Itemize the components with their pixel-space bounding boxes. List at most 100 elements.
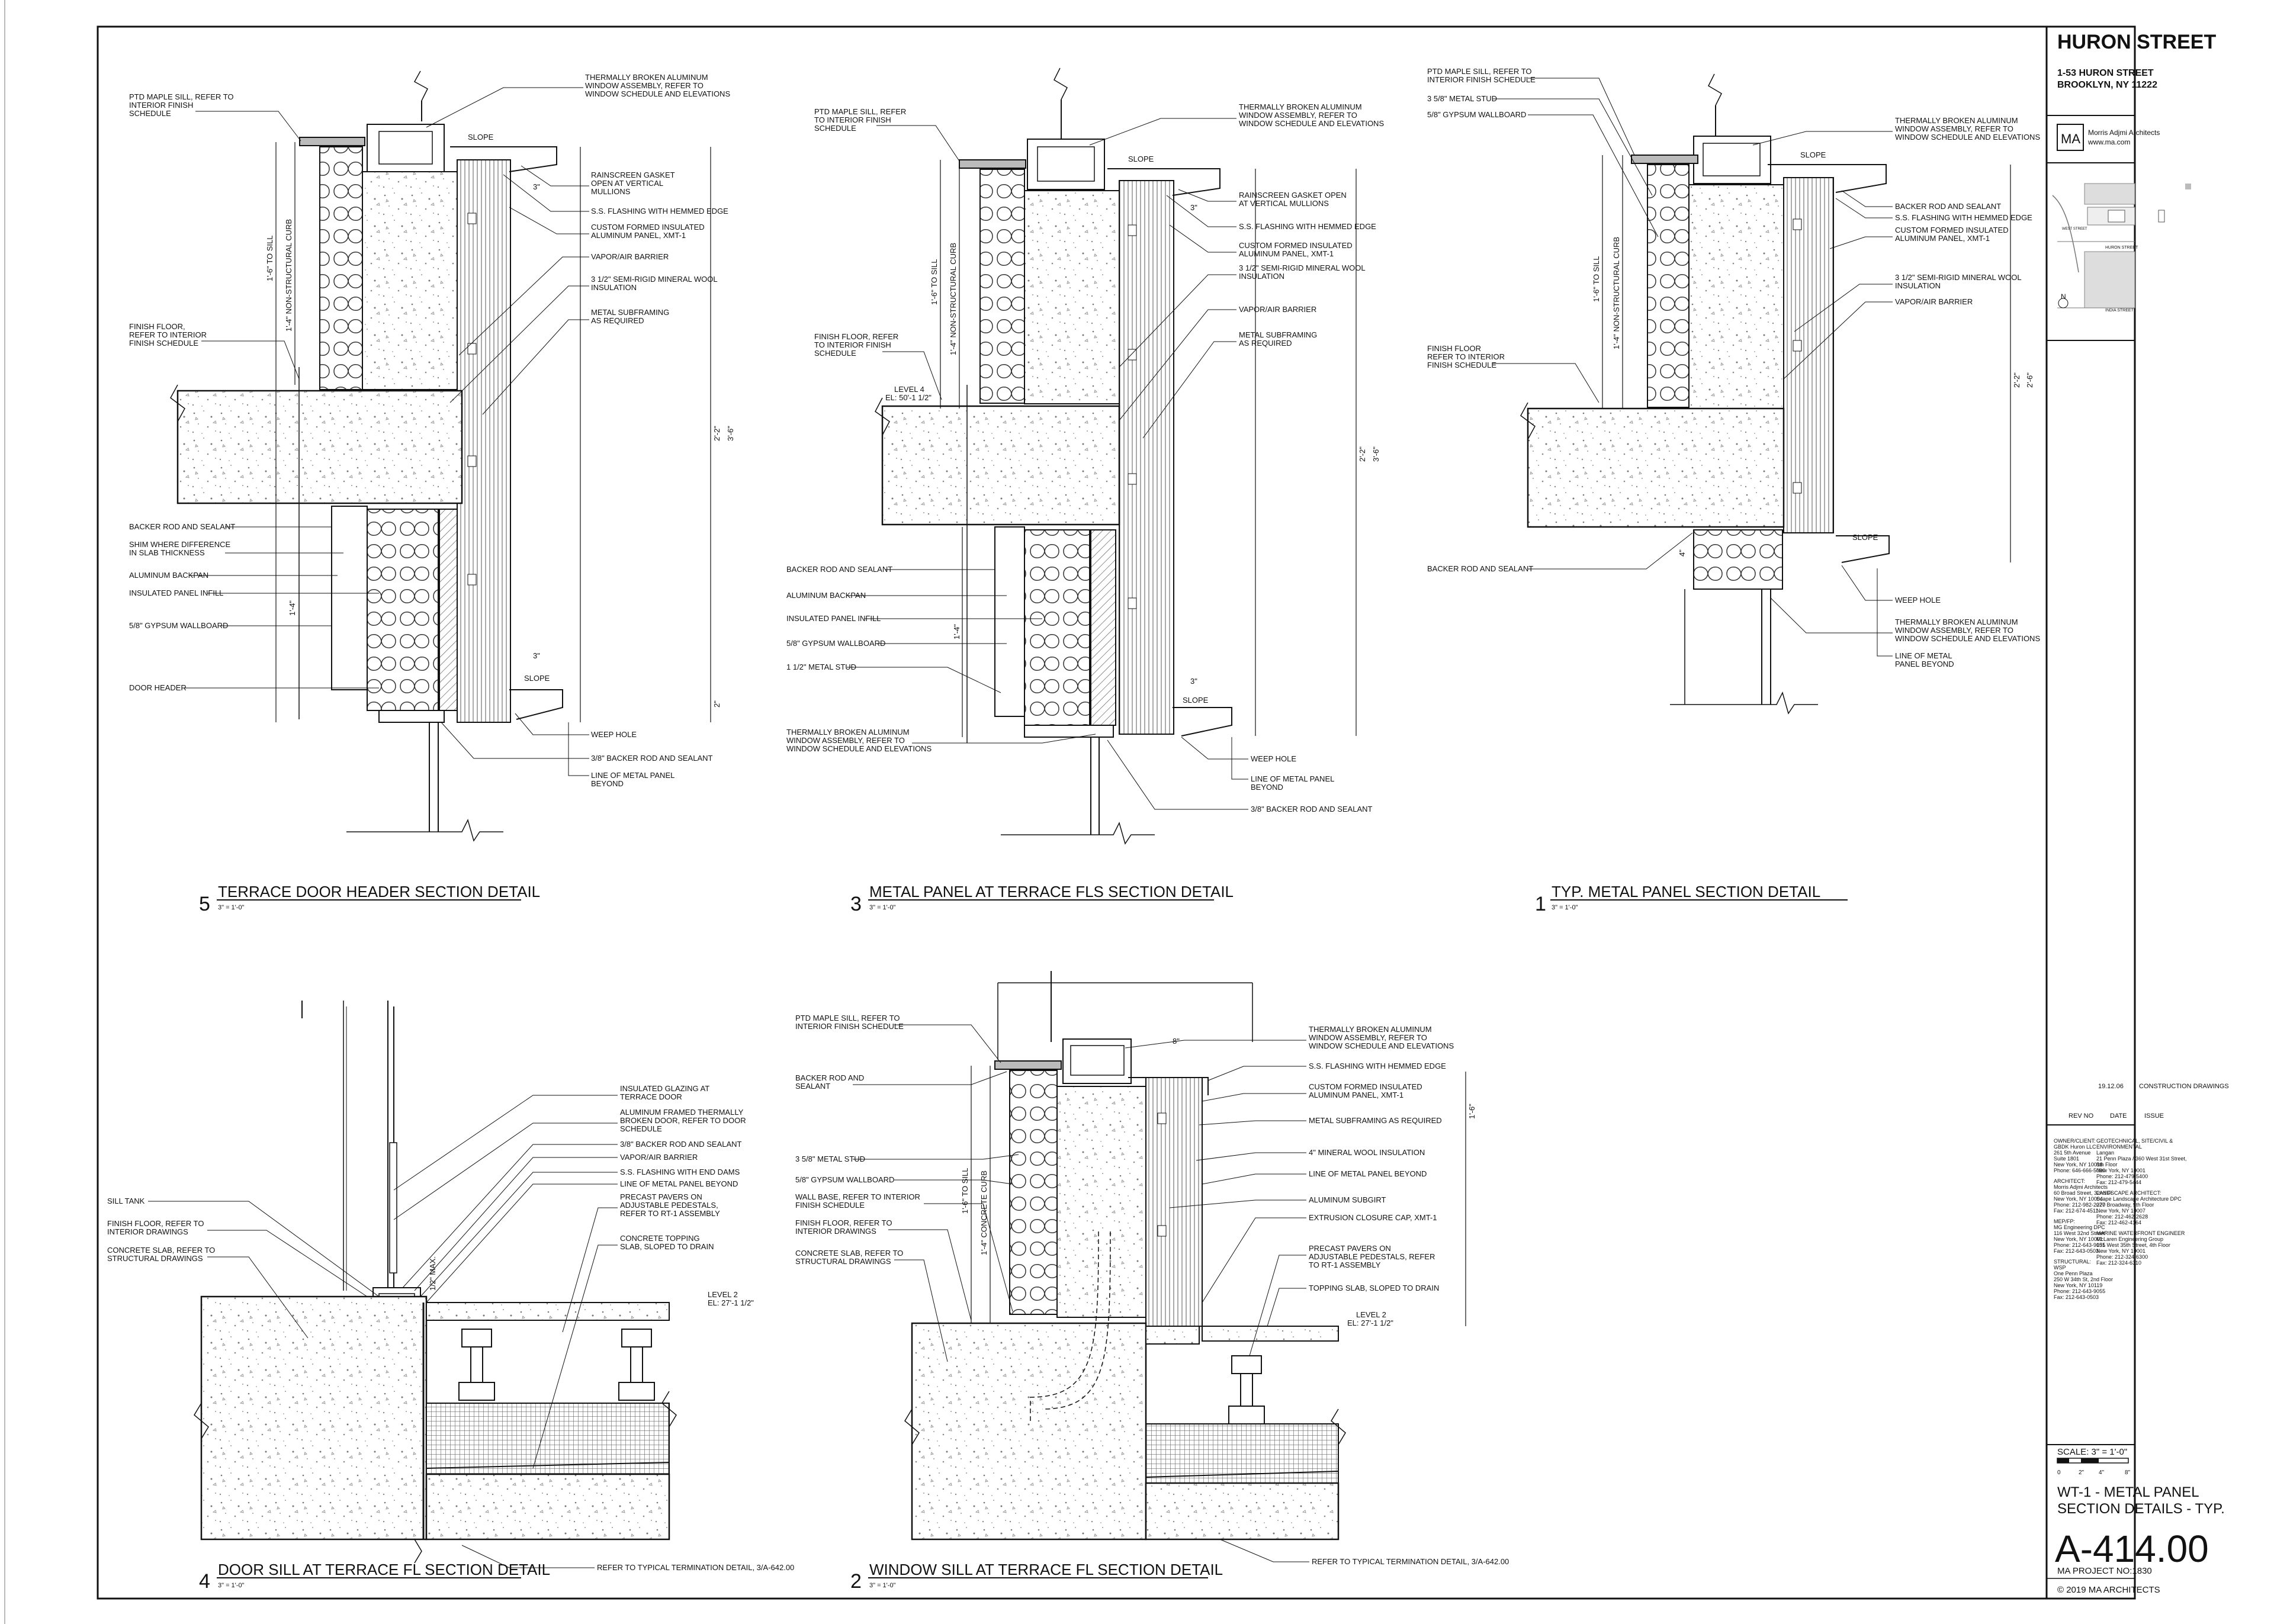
firm-name: Morris Adjmi Architects	[2088, 128, 2160, 137]
svg-text:CONCRETE TOPPING: CONCRETE TOPPING	[620, 1234, 700, 1243]
svg-text:INSULATED PANEL INFILL: INSULATED PANEL INFILL	[129, 589, 223, 597]
svg-text:LEVEL 2: LEVEL 2	[1356, 1310, 1386, 1319]
svg-text:RAINSCREEN GASKET: RAINSCREEN GASKET	[591, 171, 675, 179]
consultant-line: STRUCTURAL:	[2054, 1259, 2091, 1265]
title-block: HURON STREET 1-53 HURON STREET BROOKLYN,…	[2047, 31, 2229, 1595]
consultant-line: New York, NY 10001	[2054, 1236, 2103, 1242]
svg-text:S.S. FLASHING WITH HEMMED EDGE: S.S. FLASHING WITH HEMMED EDGE	[1239, 222, 1376, 231]
detail-2-drawing	[904, 971, 1466, 1541]
detail-title-1: 1 TYP. METAL PANEL SECTION DETAIL 3" = 1…	[1535, 883, 1848, 915]
svg-text:ALUMINUM FRAMED THERMALLY: ALUMINUM FRAMED THERMALLY	[620, 1108, 744, 1117]
svg-text:5/8" GYPSUM WALLBOARD: 5/8" GYPSUM WALLBOARD	[1427, 110, 1526, 119]
svg-text:INTERIOR FINISH SCHEDULE: INTERIOR FINISH SCHEDULE	[795, 1022, 904, 1031]
svg-text:0: 0	[2057, 1469, 2061, 1476]
svg-text:5/8" GYPSUM WALLBOARD: 5/8" GYPSUM WALLBOARD	[786, 639, 885, 648]
svg-text:ADJUSTABLE PEDESTALS, REFER: ADJUSTABLE PEDESTALS, REFER	[1309, 1252, 1435, 1261]
svg-text:IN SLAB THICKNESS: IN SLAB THICKNESS	[129, 548, 205, 557]
svg-text:5: 5	[199, 893, 210, 915]
svg-text:MULLIONS: MULLIONS	[591, 187, 631, 196]
svg-text:1'-6": 1'-6"	[1467, 1104, 1476, 1119]
consultant-line: ARCHITECT:	[2054, 1178, 2085, 1184]
svg-text:WALL BASE, REFER TO INTERIOR: WALL BASE, REFER TO INTERIOR	[795, 1192, 920, 1201]
svg-text:FINISH FLOOR,: FINISH FLOOR,	[129, 322, 185, 331]
project-number: MA PROJECT NO:1830	[2057, 1566, 2152, 1576]
svg-text:LINE OF METAL PANEL BEYOND: LINE OF METAL PANEL BEYOND	[1309, 1169, 1427, 1178]
svg-text:CONCRETE SLAB, REFER TO: CONCRETE SLAB, REFER TO	[107, 1246, 215, 1255]
svg-text:TERRACE DOOR: TERRACE DOOR	[620, 1092, 682, 1101]
svg-text:WEST STREET: WEST STREET	[2062, 227, 2087, 231]
svg-text:CONSTRUCTION DRAWINGS: CONSTRUCTION DRAWINGS	[2139, 1083, 2229, 1090]
sheet-title-2: SECTION DETAILS - TYP.	[2057, 1501, 2225, 1517]
svg-text:S.S. FLASHING WITH HEMMED EDGE: S.S. FLASHING WITH HEMMED EDGE	[1895, 213, 2032, 222]
svg-text:REFER TO INTERIOR: REFER TO INTERIOR	[1427, 352, 1505, 361]
svg-text:WINDOW SILL AT TERRACE FL SECT: WINDOW SILL AT TERRACE FL SECTION DETAIL	[869, 1561, 1223, 1578]
consultant-line: 277 Broadway, 9th Floor	[2096, 1202, 2154, 1208]
svg-text:INDIA STREET: INDIA STREET	[2105, 308, 2134, 313]
svg-text:1'-6" TO SILL: 1'-6" TO SILL	[930, 259, 939, 305]
svg-text:3 5/8" METAL STUD: 3 5/8" METAL STUD	[795, 1155, 865, 1163]
svg-text:1'-4" NON-STRUCTURAL CURB: 1'-4" NON-STRUCTURAL CURB	[1612, 237, 1621, 349]
svg-text:CUSTOM FORMED INSULATED: CUSTOM FORMED INSULATED	[1895, 226, 2009, 234]
sheet-border	[97, 25, 2136, 1600]
svg-text:SHIM WHERE DIFFERENCE: SHIM WHERE DIFFERENCE	[129, 540, 231, 549]
svg-text:4": 4"	[2099, 1469, 2105, 1476]
svg-text:3/8" BACKER ROD AND SEALANT: 3/8" BACKER ROD AND SEALANT	[1251, 805, 1373, 813]
consultant-line: MARINE WATERFRONT ENGINEER	[2096, 1230, 2185, 1236]
consultant-line: MG Engineering DPC	[2054, 1224, 2105, 1230]
svg-text:WEEP HOLE: WEEP HOLE	[591, 730, 637, 739]
consultant-line: WSP	[2054, 1265, 2066, 1271]
detail-1-notes: PTD MAPLE SILL, REFER TO INTERIOR FINISH…	[1427, 67, 2040, 668]
svg-text:INSULATED GLAZING AT: INSULATED GLAZING AT	[620, 1084, 709, 1093]
consultant-line: GEOTECHNICAL, SITE/CIVIL &	[2096, 1138, 2173, 1144]
svg-text:3": 3"	[1190, 203, 1197, 212]
svg-text:LINE OF METAL PANEL: LINE OF METAL PANEL	[1251, 774, 1334, 783]
consultant-line: Fax: 212-479-5444	[2096, 1179, 2141, 1185]
consultant-line: New York, NY 10001	[2096, 1248, 2145, 1254]
project-title: HURON STREET	[2057, 31, 2216, 53]
consultant-line: Scape Landscape Architecture DPC	[2096, 1196, 2182, 1202]
svg-text:BACKER ROD AND SEALANT: BACKER ROD AND SEALANT	[1895, 202, 2001, 211]
svg-text:LEVEL 4: LEVEL 4	[894, 385, 924, 394]
svg-text:2'-2": 2'-2"	[1358, 446, 1367, 462]
svg-text:3" = 1'-0": 3" = 1'-0"	[1552, 904, 1578, 911]
svg-text:STRUCTURAL DRAWINGS: STRUCTURAL DRAWINGS	[107, 1254, 203, 1263]
detail-2-notes: PTD MAPLE SILL, REFER TO INTERIOR FINISH…	[795, 1014, 1509, 1566]
svg-text:BEYOND: BEYOND	[591, 779, 624, 788]
svg-text:CUSTOM FORMED INSULATED: CUSTOM FORMED INSULATED	[1309, 1082, 1422, 1091]
svg-text:CUSTOM FORMED INSULATED: CUSTOM FORMED INSULATED	[591, 223, 705, 231]
svg-text:INSULATED PANEL INFILL: INSULATED PANEL INFILL	[786, 614, 881, 623]
svg-text:1'-4" NON-STRUCTURAL CURB: 1'-4" NON-STRUCTURAL CURB	[284, 219, 293, 332]
svg-text:METAL SUBFRAMING: METAL SUBFRAMING	[591, 308, 669, 317]
svg-text:SLOPE: SLOPE	[1800, 150, 1826, 159]
svg-text:1'-6" TO SILL: 1'-6" TO SILL	[265, 236, 274, 281]
svg-text:INTERIOR FINISH SCHEDULE: INTERIOR FINISH SCHEDULE	[1427, 75, 1536, 84]
detail-3-notes: PTD MAPLE SILL, REFER TO INTERIOR FINISH…	[786, 102, 1384, 813]
consultant-line: New York, NY 10119	[2054, 1282, 2102, 1288]
svg-text:SCHEDULE: SCHEDULE	[814, 124, 856, 133]
svg-text:WINDOW ASSEMBLY, REFER TO: WINDOW ASSEMBLY, REFER TO	[1239, 111, 1357, 120]
sheet-title-1: WT-1 - METAL PANEL	[2057, 1484, 2199, 1500]
svg-text:VAPOR/AIR BARRIER: VAPOR/AIR BARRIER	[591, 252, 669, 261]
detail-3-drawing	[875, 67, 1357, 845]
svg-text:FINISH SCHEDULE: FINISH SCHEDULE	[129, 339, 198, 348]
svg-text:AS REQUIRED: AS REQUIRED	[591, 316, 644, 325]
svg-text:4" MINERAL WOOL INSULATION: 4" MINERAL WOOL INSULATION	[1309, 1148, 1425, 1157]
svg-text:HURON STREET: HURON STREET	[2105, 246, 2138, 250]
detail-4-drawing	[194, 1001, 677, 1564]
detail-title-3: 3 METAL PANEL AT TERRACE FLS SECTION DET…	[850, 883, 1234, 915]
svg-text:2": 2"	[2079, 1469, 2084, 1476]
consultant-line: OWNER/CLIENT:	[2054, 1138, 2096, 1144]
consultant-line: 250 W 34th St, 2nd Floor	[2054, 1276, 2113, 1282]
svg-text:WINDOW ASSEMBLY, REFER TO: WINDOW ASSEMBLY, REFER TO	[1309, 1033, 1427, 1042]
detail-title-4: 4 DOOR SILL AT TERRACE FL SECTION DETAIL…	[199, 1561, 550, 1593]
svg-text:THERMALLY BROKEN ALUMINUM: THERMALLY BROKEN ALUMINUM	[786, 728, 910, 737]
svg-text:REFER TO TYPICAL TERMINATION D: REFER TO TYPICAL TERMINATION DETAIL, 3/A…	[597, 1563, 794, 1572]
detail-5-drawing	[170, 70, 711, 842]
svg-text:TYP. METAL PANEL SECTION DETAI: TYP. METAL PANEL SECTION DETAIL	[1552, 883, 1820, 901]
sheet-number: A-414.00	[2055, 1527, 2209, 1570]
svg-text:3 1/2" SEMI-RIGID MINERAL WOOL: 3 1/2" SEMI-RIGID MINERAL WOOL	[1239, 263, 1366, 272]
svg-text:BACKER ROD AND SEALANT: BACKER ROD AND SEALANT	[786, 565, 892, 574]
svg-text:WINDOW SCHEDULE AND ELEVATIONS: WINDOW SCHEDULE AND ELEVATIONS	[1239, 119, 1384, 128]
svg-text:SCHEDULE: SCHEDULE	[814, 349, 856, 358]
